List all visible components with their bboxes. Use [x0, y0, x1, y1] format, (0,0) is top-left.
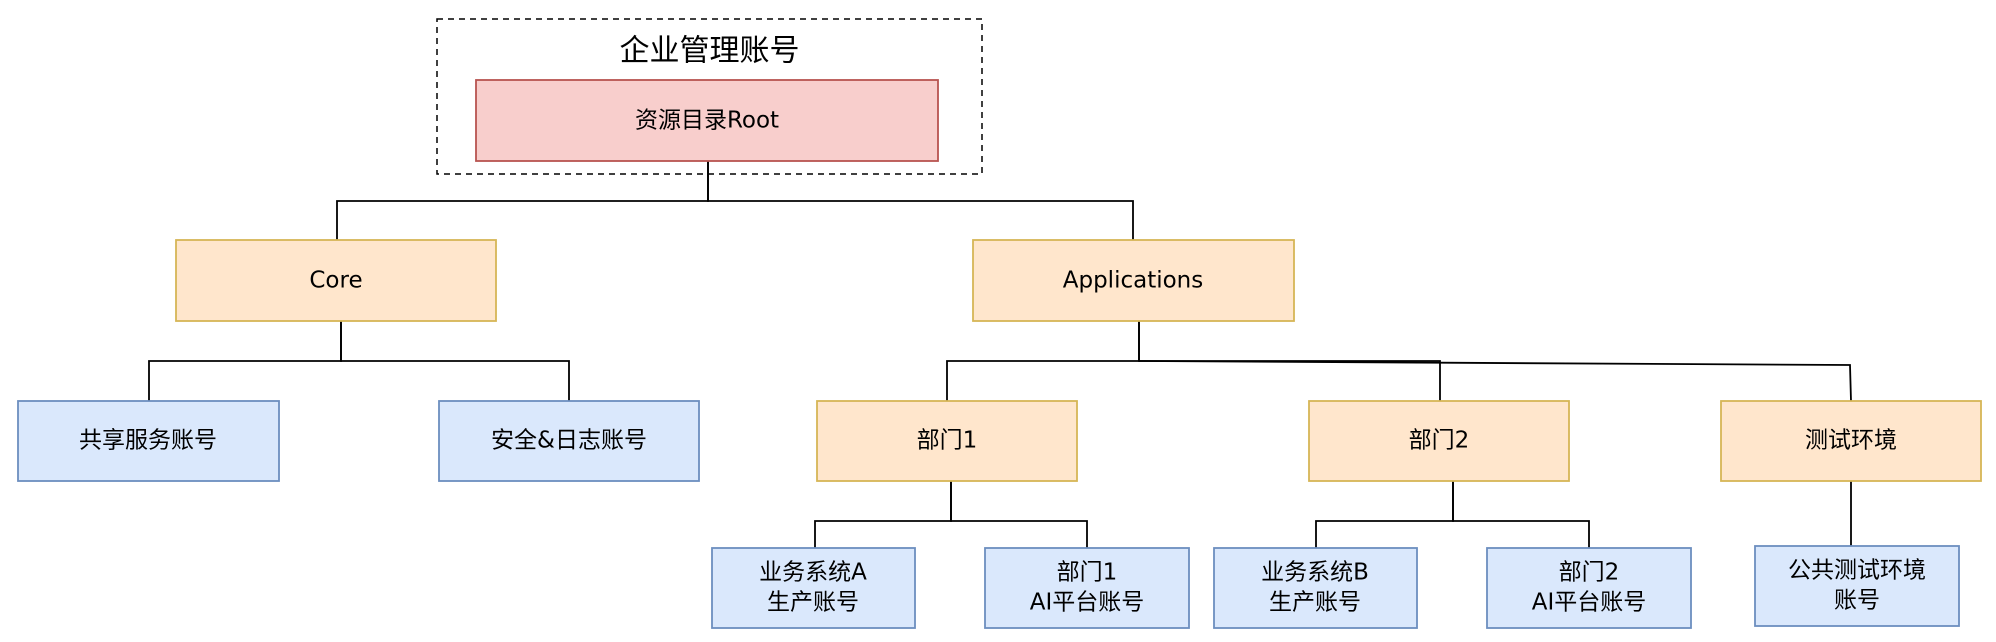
node-sysA-box: [711, 547, 916, 629]
node-test-label: 测试环境: [1805, 428, 1897, 454]
edge-dept1-ai1: [950, 481, 1088, 548]
node-shared-box: [17, 400, 280, 482]
edge-applications-test: [1138, 360, 1852, 402]
node-shared-services-account: 共享服务账号: [17, 400, 280, 482]
node-public-test-account: 公共测试环境 账号: [1754, 545, 1960, 627]
edge-dept1-sysA: [814, 481, 952, 548]
management-account-title: 企业管理账号: [620, 34, 800, 69]
node-ai1-label-line2: AI平台账号: [1030, 590, 1145, 616]
node-publictest-box: [1754, 545, 1960, 627]
node-sysA-label-line2: 生产账号: [767, 590, 859, 616]
node-sysB-label-line1: 业务系统B: [1261, 560, 1369, 586]
node-test-environment: 测试环境: [1720, 400, 1982, 482]
node-root: 资源目录Root: [475, 79, 939, 162]
management-account-container: [436, 18, 983, 175]
node-dept1-label: 部门1: [917, 428, 978, 454]
node-core-box: [175, 239, 497, 322]
node-ai1-label-line1: 部门1: [1057, 560, 1118, 586]
node-dept2-box: [1308, 400, 1570, 482]
node-ai2-label-line1: 部门2: [1559, 560, 1620, 586]
node-core-label: Core: [309, 268, 362, 294]
node-security-log-account: 安全&日志账号: [438, 400, 700, 482]
edge-dept2-ai2: [1452, 481, 1590, 548]
node-applications: Applications: [972, 239, 1295, 322]
node-sysB-label-line2: 生产账号: [1269, 590, 1361, 616]
edge-applications-dept1: [946, 321, 1140, 401]
node-publictest-label-line1: 公共测试环境: [1788, 558, 1926, 584]
node-sysB-box: [1213, 547, 1418, 629]
node-dept2-label: 部门2: [1409, 428, 1470, 454]
edges: [148, 161, 1852, 548]
node-root-label: 资源目录Root: [635, 108, 779, 134]
node-dept1-ai-account: 部门1 AI平台账号: [984, 547, 1190, 629]
node-dept2: 部门2: [1308, 400, 1570, 482]
node-publictest-label-line2: 账号: [1834, 588, 1880, 614]
edge-core-security: [340, 321, 570, 401]
node-test-box: [1720, 400, 1982, 482]
node-shared-label: 共享服务账号: [79, 428, 217, 454]
node-applications-box: [972, 239, 1295, 322]
node-sysA-label-line1: 业务系统A: [759, 560, 867, 586]
node-security-box: [438, 400, 700, 482]
node-ai2-box: [1486, 547, 1692, 629]
node-dept1: 部门1: [816, 400, 1078, 482]
edge-core-shared: [148, 321, 342, 401]
node-core: Core: [175, 239, 497, 322]
edge-root-applications: [707, 161, 1134, 240]
node-applications-label: Applications: [1063, 268, 1204, 294]
node-ai1-box: [984, 547, 1190, 629]
node-root-box: [475, 79, 939, 162]
edge-root-core: [336, 161, 709, 240]
node-business-system-a: 业务系统A 生产账号: [711, 547, 916, 629]
node-ai2-label-line2: AI平台账号: [1532, 590, 1647, 616]
node-dept2-ai-account: 部门2 AI平台账号: [1486, 547, 1692, 629]
node-business-system-b: 业务系统B 生产账号: [1213, 547, 1418, 629]
edge-dept2-sysB: [1315, 481, 1454, 548]
node-security-label: 安全&日志账号: [491, 428, 647, 454]
node-dept1-box: [816, 400, 1078, 482]
